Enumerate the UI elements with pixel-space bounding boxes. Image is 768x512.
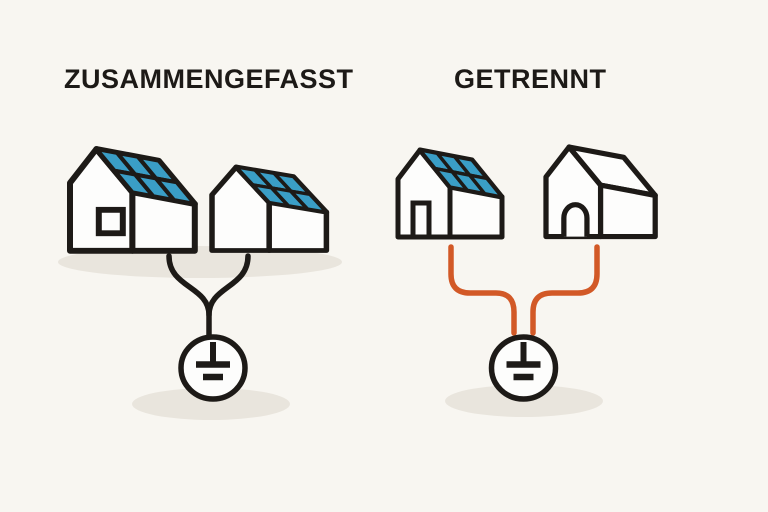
left-diagram (58, 149, 342, 420)
houses-shadow (58, 246, 342, 278)
ground-shadow (132, 388, 290, 420)
separate-ground-wires (448, 244, 600, 336)
left-panel-title: ZUSAMMENGEFASST (64, 64, 354, 94)
earth-ground-icon (181, 337, 245, 399)
combined-ground-wire (166, 253, 251, 342)
right-panel-title: GETRENNT (454, 64, 607, 94)
right-diagram (398, 147, 655, 417)
house-solar-small-icon (212, 167, 326, 251)
house-solar-large-icon (70, 149, 195, 251)
window-icon (95, 206, 126, 237)
house-solar-door-icon (398, 150, 502, 240)
door-icon (410, 200, 432, 240)
house-plain-icon (546, 147, 655, 237)
arched-door-icon (561, 202, 590, 237)
earth-ground-icon (492, 337, 556, 399)
